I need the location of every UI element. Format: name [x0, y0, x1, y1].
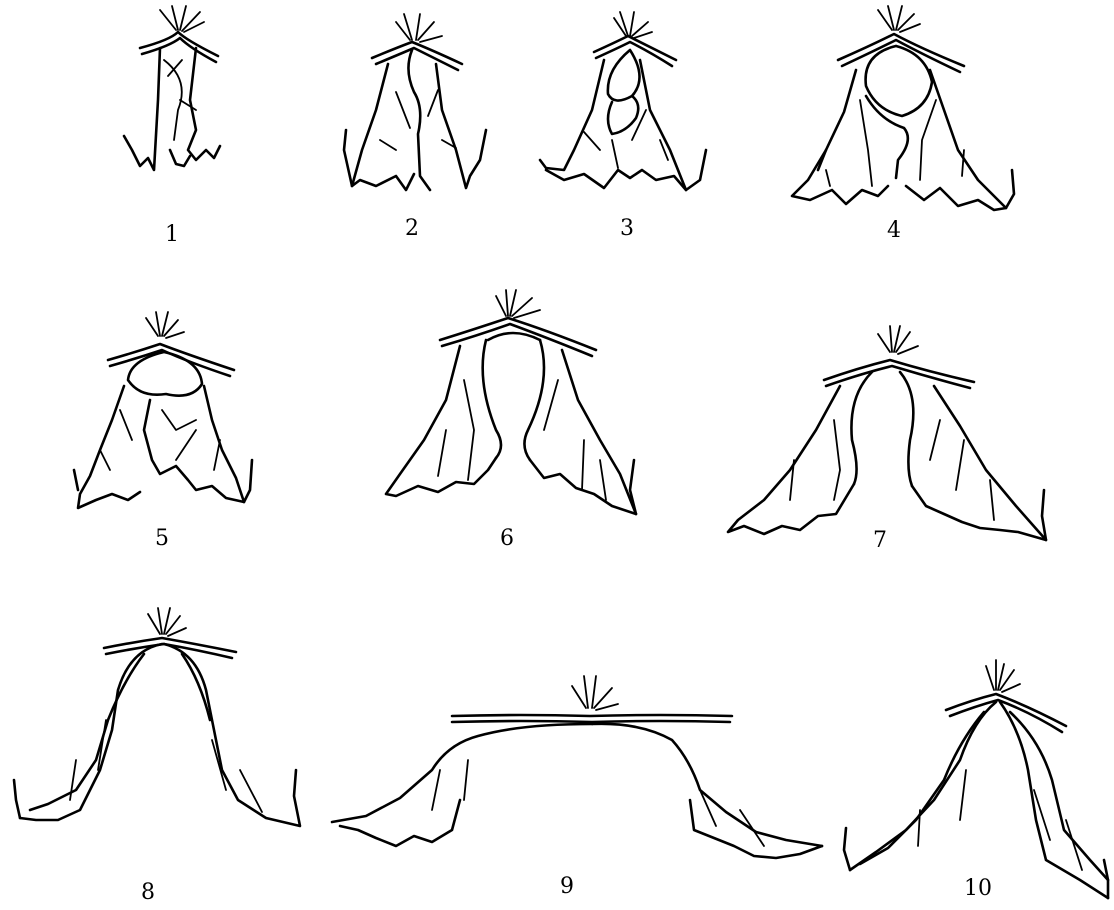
- sketch-figure-3: [538, 11, 708, 192]
- sketch-figure-6: [384, 289, 638, 516]
- figure-label-5: 5: [155, 526, 169, 551]
- figure-label-8: 8: [141, 880, 155, 905]
- figure-label-7: 7: [873, 528, 887, 553]
- sketch-figure-7: [726, 325, 1048, 542]
- figure-label-10: 10: [964, 876, 992, 901]
- figure-label-9: 9: [560, 874, 574, 899]
- sketch-figure-1: [122, 5, 222, 172]
- figure-label-1: 1: [165, 222, 179, 247]
- figure-label-6: 6: [500, 526, 514, 551]
- sketch-figure-2: [342, 13, 488, 192]
- sketch-figure-9: [330, 675, 824, 860]
- sketch-figure-10: [842, 659, 1110, 900]
- sketch-figure-4: [790, 5, 1016, 212]
- figure-label-2: 2: [405, 216, 419, 241]
- figure-label-3: 3: [620, 216, 634, 241]
- sketch-figure-5: [72, 311, 254, 510]
- figure-label-4: 4: [887, 218, 901, 243]
- sketch-figure-8: [12, 607, 302, 828]
